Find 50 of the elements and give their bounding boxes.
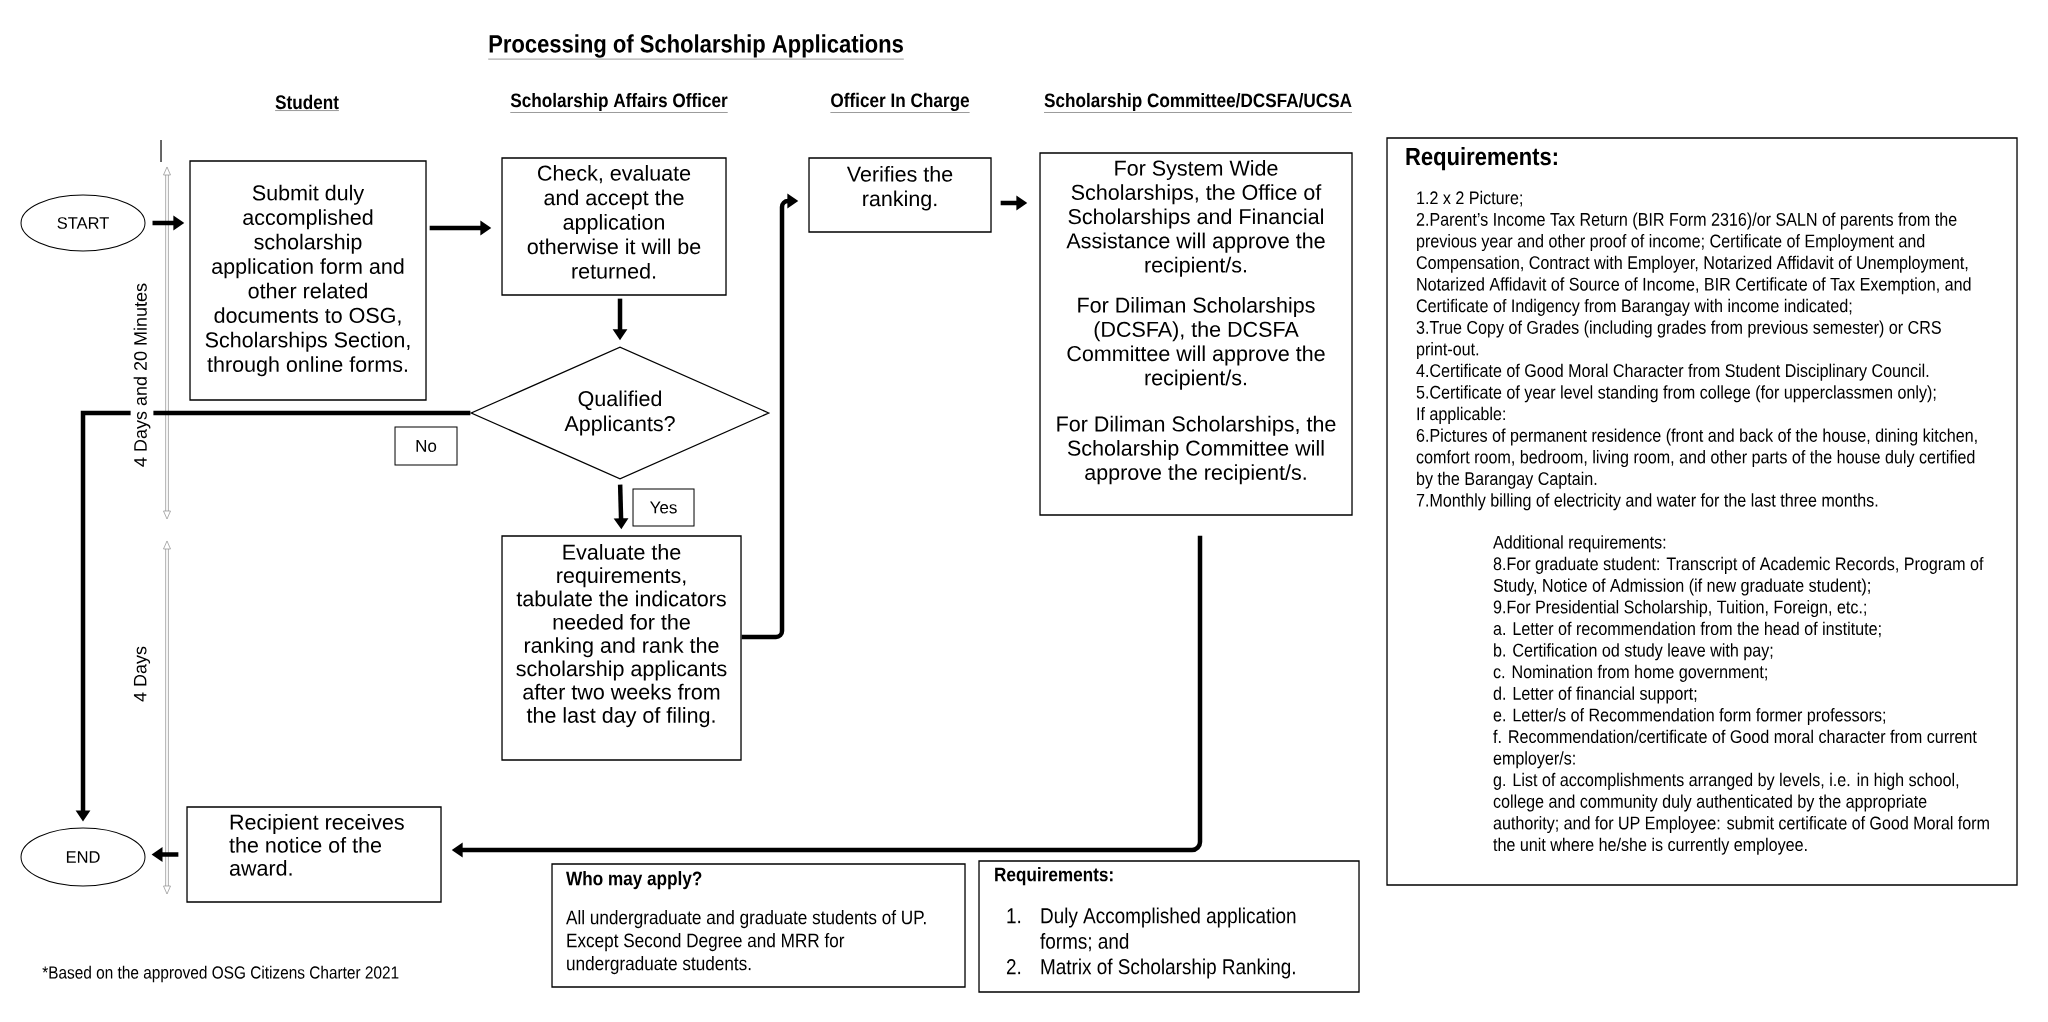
list-item: d. Letter of financial support; [1493, 686, 1697, 704]
panel-heading: Requirements: [1406, 147, 1557, 171]
process-box: Verifies the ranking. [808, 157, 992, 233]
list-item: 8.For graduate student: Transcript of Academic Records, Program of Study, Notice of Admission (if new graduate student); [1493, 556, 1984, 596]
edge-label: No [394, 426, 458, 466]
list-item: f. Recommendation/certificate of Good moral character from current employer/s: [1493, 729, 1977, 769]
duration-label: 4 Days and 20 Minutes [130, 279, 154, 471]
terminal-oval: END [20, 827, 146, 887]
list-item: 5.Certificate of year level standing from college (for upperclassmen only); [1416, 385, 1936, 403]
list-item: 4.Certificate of Good Moral Character from Student Disciplinary Council. [1416, 363, 1929, 381]
footnote: *Based on the approved OSG Citizens Charter 2021 [42, 965, 399, 983]
list-item: 1.2 x 2 Picture; [1417, 190, 1522, 207]
box-heading: Who may apply? [566, 871, 702, 890]
list-item: e. Letter/s of Recommendation form former professors; [1493, 708, 1885, 726]
list-item: g. List of accomplishments arranged by levels, i.e. in high school, college and community duly authenticated by the appropriate authority; and for UP Employee: submit certificate of Good Moral form the unit where he/she is currently employee. [1493, 772, 1989, 855]
process-box: Submit duly accomplished scholarship application form and other related documents to OSG, Scholarships Section, through online forms. [189, 160, 427, 401]
column-heading: Scholarship Affairs Officer [510, 92, 728, 113]
box-text: For System Wide Scholarships, the Office of Scholarships and Financial Assistance will approve the recipient/s. [1066, 160, 1325, 277]
duration-label: 4 Days [130, 643, 154, 705]
list-item: b. Certification od study leave with pay; [1494, 643, 1773, 661]
list-item: 3.True Copy of Grades (including grades from previous semester) or CRS print-out. [1416, 320, 1941, 360]
list-subheading: Additional requirements: [1493, 535, 1666, 553]
list-item: Matrix of Scholarship Ranking. [1041, 958, 1295, 979]
list-item: a. Letter of recommendation from the head of institute; [1493, 621, 1881, 638]
info-box [551, 863, 966, 988]
list-item: Duly Accomplished application forms; and [1040, 907, 1296, 952]
box-text: For Diliman Scholarships, the Scholarship Committee will approve the recipient/s. [1057, 415, 1336, 485]
list-number: 1. [1007, 908, 1021, 924]
edge-label: Yes [632, 488, 695, 527]
list-number: 2. [1006, 959, 1021, 975]
requirements-panel [1386, 137, 2018, 886]
box-text: For Diliman Scholarships (DCSFA), the DCSFA Committee will approve the recipient/s. [1067, 297, 1325, 390]
info-box [978, 860, 1360, 993]
title: Processing of Scholarship Applications [488, 34, 905, 60]
column-heading: Scholarship Committee/DCSFA/UCSA [1043, 92, 1353, 113]
process-box: Recipient receives the notice of the award. [186, 806, 442, 903]
list-item: 9.For Presidential Scholarship, Tuition, Foreign, etc.; [1493, 600, 1866, 618]
box-text: All undergraduate and graduate students of UP. Except Second Degree and MRR for undergraduate students. [566, 910, 926, 975]
box-heading: Requirements: [995, 867, 1113, 886]
column-heading: Student [274, 94, 340, 111]
column-heading: Officer In Charge [830, 92, 970, 113]
process-box: Check, evaluate and accept the application otherwise it will be returned. [501, 157, 727, 296]
list-item: 2.Parent’s Income Tax Return (BIR Form 2316)/or SALN of parents from the previous year and other proof of income; Certificate of Employment and Compensation, Contract with Employer, Notarized Affidavit of Unemployment, Notarized Affidavit of Source of Income, BIR Certificate of Tax Exemption, and Certificate of Indigency from Barangay with income indicated; [1416, 212, 1971, 316]
process-box: Evaluate the requirements, tabulate the indicators needed for the ranking and rank the scholarship applicants after two weeks from the last day of filing. [501, 535, 742, 761]
list-item: 6.Pictures of permanent residence (front and back of the house, dining kitchen, comfort room, bedroom, living room, and other parts of the house duly certified by the Barangay Captain. [1416, 428, 1977, 489]
list-subheading: If applicable: [1417, 406, 1505, 424]
process-box [1039, 152, 1353, 516]
list-item: c. Nomination from home government; [1493, 664, 1767, 682]
list-item: 7.Monthly billing of electricity and water for the last three months. [1416, 493, 1878, 511]
terminal-oval: START [20, 194, 146, 252]
